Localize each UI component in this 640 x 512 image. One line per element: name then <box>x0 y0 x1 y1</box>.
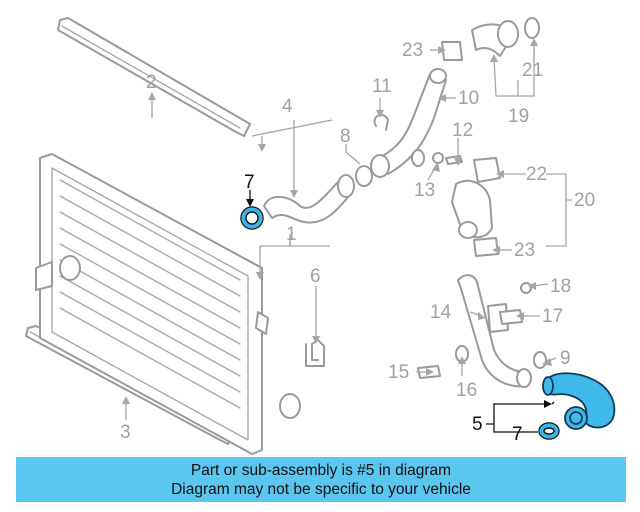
callout-22: 22 <box>526 164 547 185</box>
callout-2: 2 <box>146 72 157 93</box>
hose-19 <box>471 20 519 57</box>
nut-13 <box>432 152 444 164</box>
callout-5: 5 <box>472 414 483 435</box>
support-bar-top <box>57 17 251 137</box>
leader-arrows <box>122 38 552 404</box>
sensor-17 <box>499 309 523 325</box>
callout-7-right: 7 <box>512 424 523 445</box>
callout-3: 3 <box>120 422 131 443</box>
charge-hose-left <box>263 174 355 224</box>
banner-line-2: Diagram may not be specific to your vehi… <box>171 480 471 498</box>
callout-17: 17 <box>542 306 563 327</box>
callout-6: 6 <box>310 266 321 287</box>
callout-15: 15 <box>388 362 409 383</box>
bracket-23-top <box>441 41 463 61</box>
spring-clip-11 <box>373 113 389 131</box>
callout-labels: 2 3 1 4 8 6 11 10 12 13 23 21 19 22 20 2… <box>120 40 595 445</box>
banner-line-1: Part or sub-assembly is #5 in diagram <box>190 461 452 479</box>
callout-14: 14 <box>430 302 452 323</box>
callout-16: 16 <box>456 380 477 401</box>
callout-8: 8 <box>340 126 351 147</box>
callout-20: 20 <box>574 190 595 211</box>
highlighted-o-ring-left[interactable] <box>240 206 264 230</box>
callout-1: 1 <box>286 224 297 245</box>
highlighted-o-ring-right[interactable] <box>538 422 560 440</box>
callout-23-top: 23 <box>402 40 423 61</box>
bolt-18 <box>520 282 532 294</box>
intercooler-core <box>35 153 301 455</box>
bracket-22 <box>473 157 501 183</box>
callout-21: 21 <box>522 60 543 81</box>
callout-19: 19 <box>508 106 529 127</box>
charge-pipe-upper <box>370 68 447 178</box>
o-ring-21 <box>524 17 540 39</box>
highlight-leaders <box>246 190 555 433</box>
info-banner: Part or sub-assembly is #5 in diagram Di… <box>16 457 626 502</box>
callout-23-lower: 23 <box>514 240 535 261</box>
callout-13: 13 <box>414 180 435 201</box>
callout-11: 11 <box>372 76 392 97</box>
highlighted-hose-5[interactable] <box>542 372 616 430</box>
charge-pipe-lower <box>457 274 547 388</box>
callout-4: 4 <box>282 96 293 117</box>
hose-20 <box>451 179 493 239</box>
leader-lines <box>125 40 572 420</box>
o-ring-8 <box>355 165 373 187</box>
hose-clip <box>305 339 325 367</box>
callout-18: 18 <box>550 276 571 297</box>
callout-12: 12 <box>452 120 473 141</box>
callout-9: 9 <box>560 348 571 369</box>
bracket-23-lower <box>473 237 499 257</box>
callout-7-left: 7 <box>244 172 255 193</box>
callout-10: 10 <box>458 88 479 109</box>
